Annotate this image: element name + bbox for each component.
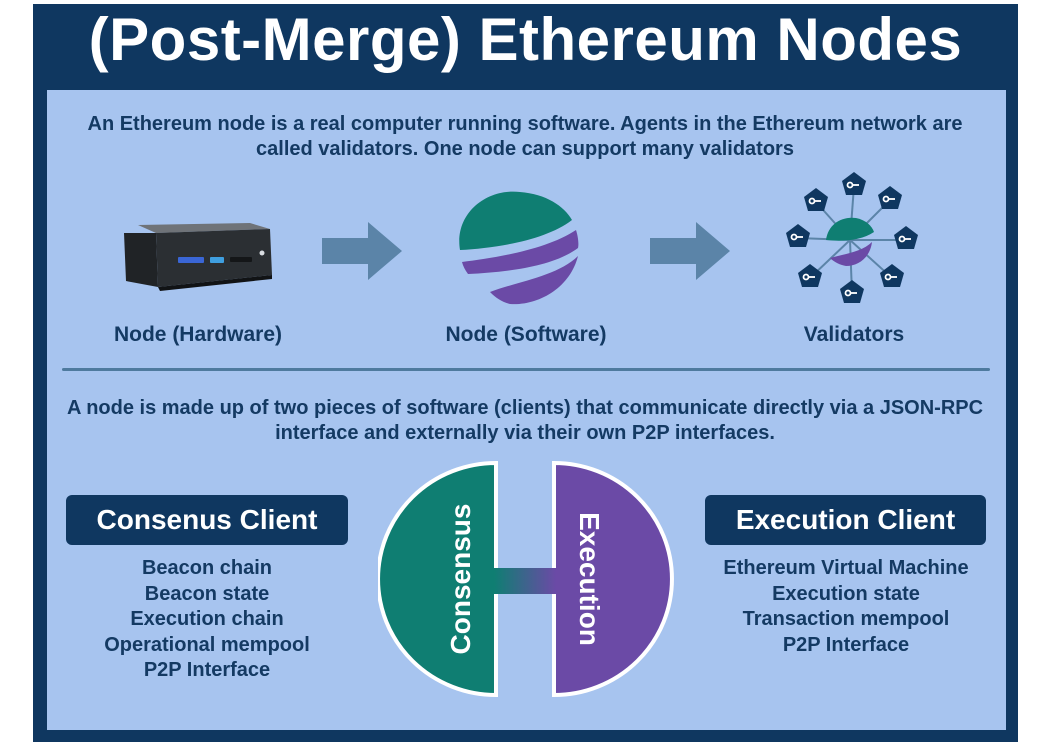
- list-item: Transaction mempool: [742, 608, 950, 630]
- ethereum-client-logo-icon: [459, 191, 579, 305]
- caption-node-hardware: Node (Hardware): [113, 323, 283, 346]
- arrow-hardware-to-software-icon: [322, 222, 402, 280]
- consensus-client-title: Consenus Client: [66, 495, 348, 545]
- intro-paragraph: An Ethereum node is a real computer runn…: [87, 113, 963, 160]
- arrow-software-to-validators-icon: [650, 222, 730, 280]
- list-item: Execution state: [772, 582, 920, 605]
- list-item: P2P Interface: [143, 659, 271, 681]
- consensus-half-label: Consensus: [445, 504, 476, 655]
- execution-half-label: Execution: [574, 512, 605, 646]
- mini-pc-icon: [124, 223, 272, 291]
- consensus-execution-diagram: Consensus Execution: [378, 460, 674, 698]
- list-item: Execution chain: [130, 608, 284, 630]
- section-divider: [62, 368, 990, 371]
- execution-client-title: Execution Client: [705, 495, 986, 545]
- list-item: P2P Interface: [782, 633, 910, 656]
- list-item: Operational mempool: [104, 633, 310, 656]
- clients-paragraph: A node is made up of two pieces of softw…: [66, 397, 984, 444]
- execution-client-list: Ethereum Virtual Machine Execution state…: [690, 556, 1002, 658]
- list-item: Ethereum Virtual Machine: [723, 557, 969, 579]
- list-item: Beacon chain: [141, 557, 273, 579]
- validator-keys-icon: [786, 172, 918, 303]
- caption-validators: Validators: [803, 323, 905, 346]
- page-title: (Post-Merge) Ethereum Nodes: [88, 6, 963, 73]
- list-item: Beacon state: [144, 582, 270, 605]
- caption-node-software: Node (Software): [445, 323, 607, 346]
- consensus-client-list: Beacon chain Beacon state Execution chai…: [60, 556, 354, 684]
